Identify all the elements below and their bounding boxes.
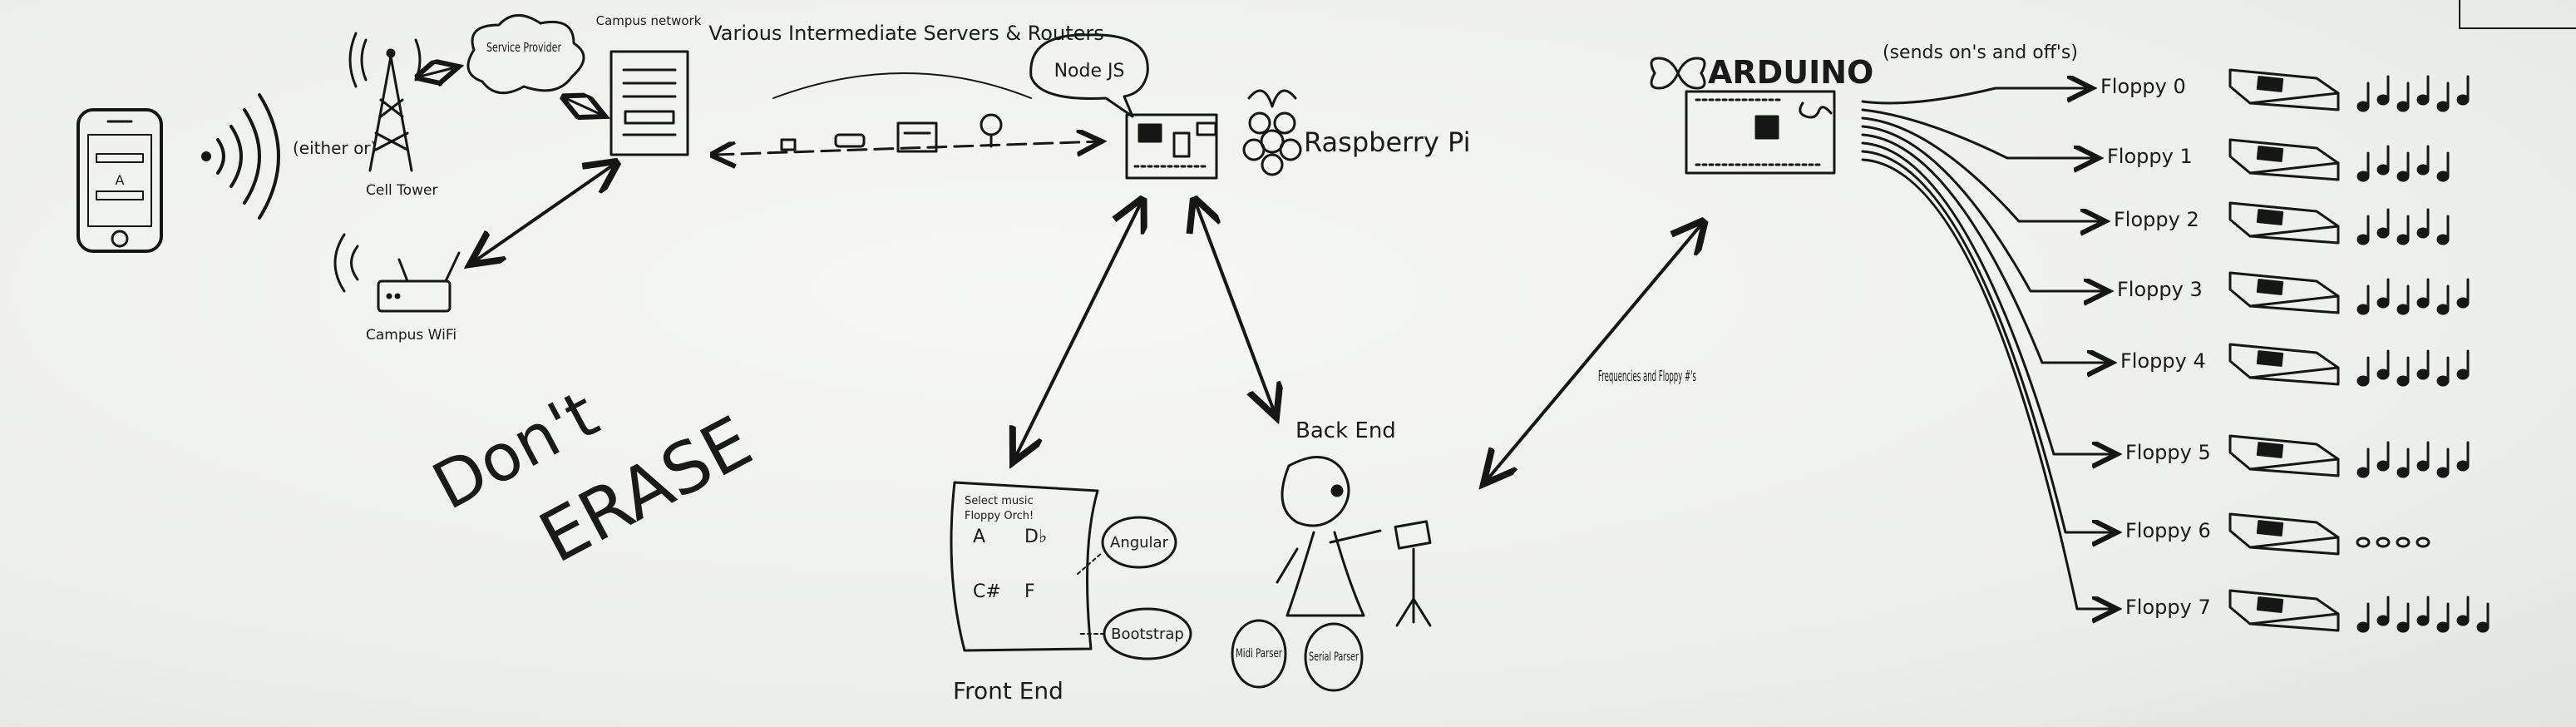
floppy-connection-line bbox=[1861, 116, 2105, 221]
cell-tower-label: Cell Tower bbox=[366, 182, 437, 199]
cloud-icon bbox=[466, 14, 585, 95]
arduino-board-icon bbox=[1685, 90, 1836, 175]
floppy-drive-icon bbox=[2228, 271, 2340, 314]
bootstrap-bubble bbox=[1103, 607, 1192, 660]
floppy-connection-line bbox=[1861, 141, 2117, 454]
arduino-floppy-lines bbox=[1861, 88, 2117, 609]
floppy-label: Floppy 4 bbox=[2120, 349, 2206, 373]
raspberry-icon bbox=[1242, 89, 1302, 176]
nodejs-label: Node JS bbox=[1054, 61, 1125, 82]
provider-network-arrow bbox=[565, 98, 605, 116]
nodejs-bubble bbox=[1029, 33, 1149, 118]
campus-wifi-label: Campus WiFi bbox=[366, 327, 456, 344]
front-end-header: Select music bbox=[965, 495, 1034, 507]
floppy-label: Floppy 1 bbox=[2107, 145, 2193, 168]
note-db: D♭ bbox=[1024, 527, 1047, 547]
music-notes-icon bbox=[2356, 537, 2430, 548]
floppy-label: Floppy 2 bbox=[2114, 208, 2199, 231]
floppy-label: Floppy 7 bbox=[2125, 596, 2211, 619]
floppy-connection-line bbox=[1861, 88, 2092, 105]
midi-parser-label: Midi Parser bbox=[1236, 647, 1282, 660]
server-icon bbox=[609, 50, 689, 156]
front-end-page bbox=[950, 481, 1099, 652]
serial-parser-label: Serial Parser bbox=[1309, 650, 1359, 664]
back-end-label: Back End bbox=[1295, 418, 1396, 443]
phone-icon: A bbox=[76, 108, 163, 253]
angular-bubble bbox=[1101, 516, 1177, 569]
front-end-label: Front End bbox=[953, 677, 1063, 705]
tower-provider-arrow bbox=[420, 67, 459, 77]
note-a: A bbox=[973, 527, 985, 547]
svg-text:A: A bbox=[116, 172, 125, 188]
floppy-drive-icon bbox=[2228, 343, 2340, 386]
floppy-connection-line bbox=[1861, 150, 2117, 532]
music-notes-icon bbox=[2356, 208, 2450, 245]
midi-parser-bubble bbox=[1231, 619, 1287, 689]
intermediate-devices-icon bbox=[780, 113, 1003, 153]
paper-corner bbox=[2459, 0, 2576, 29]
arduino-logo-icon bbox=[1650, 57, 1706, 90]
pi-frontend-arrow bbox=[1013, 203, 1141, 462]
floppy-connection-line bbox=[1861, 108, 2099, 158]
floppy-label: Floppy 0 bbox=[2100, 75, 2186, 98]
floppy-drive-icon bbox=[2228, 589, 2340, 632]
note-cs: C# bbox=[973, 581, 1001, 602]
backend-arduino-arrow bbox=[1483, 225, 1701, 484]
intermediate-bracket bbox=[772, 72, 1032, 99]
arduino-label: ARDUINO bbox=[1708, 54, 1873, 91]
floppy-connection-line bbox=[1861, 158, 2117, 609]
floppy-drive-icon bbox=[2228, 434, 2340, 477]
floppy-label: Floppy 5 bbox=[2125, 441, 2211, 464]
floppy-list: Floppy 0 Floppy 1 Floppy 2 Floppy 3 Floppy 4… bbox=[2100, 68, 2490, 633]
raspberry-pi-board-icon bbox=[1125, 113, 1218, 180]
intermediate-label: Various Intermediate Servers & Routers bbox=[708, 22, 1104, 45]
floppy-drive-icon bbox=[2228, 201, 2340, 245]
network-wifi-arrow bbox=[470, 165, 614, 265]
music-notes-icon bbox=[2356, 441, 2470, 478]
floppy-drive-icon bbox=[2228, 512, 2340, 556]
serial-parser-bubble bbox=[1304, 622, 1364, 692]
music-notes-icon bbox=[2356, 349, 2470, 387]
music-notes-icon bbox=[2356, 75, 2470, 112]
floppy-drive-icon bbox=[2228, 138, 2340, 181]
conductor-figure bbox=[1276, 456, 1432, 627]
floppy-label: Floppy 6 bbox=[2125, 519, 2211, 542]
pi-backend-arrow bbox=[1196, 203, 1276, 418]
wifi-router-icon bbox=[333, 233, 461, 313]
floppy-label: Floppy 3 bbox=[2117, 278, 2203, 301]
floppy-connection-line bbox=[1861, 125, 2109, 291]
cell-tower-icon bbox=[348, 32, 422, 172]
angular-dots bbox=[1077, 551, 1103, 575]
phone-signal-icon bbox=[201, 93, 280, 220]
sends-label: (sends on's and off's) bbox=[1883, 42, 2078, 63]
angular-label: Angular bbox=[1110, 534, 1169, 551]
floppy-connection-line bbox=[1861, 133, 2112, 363]
network-pi-arrow bbox=[715, 141, 1102, 155]
either-or-label: (either or) bbox=[293, 138, 377, 158]
note-f: F bbox=[1024, 581, 1035, 602]
campus-network-label: Campus network bbox=[596, 13, 702, 28]
service-provider-label: Service Provider bbox=[486, 40, 562, 55]
front-end-title: Floppy Orch! bbox=[965, 510, 1034, 522]
music-notes-icon bbox=[2356, 145, 2450, 182]
floppy-drive-icon bbox=[2228, 68, 2340, 111]
music-notes-icon bbox=[2356, 278, 2470, 315]
frequencies-label: Frequencies and Floppy #'s bbox=[1598, 368, 1696, 385]
bootstrap-label: Bootstrap bbox=[1111, 626, 1184, 643]
music-notes-icon bbox=[2356, 596, 2490, 633]
raspberry-pi-label: Raspberry Pi bbox=[1304, 126, 1470, 158]
